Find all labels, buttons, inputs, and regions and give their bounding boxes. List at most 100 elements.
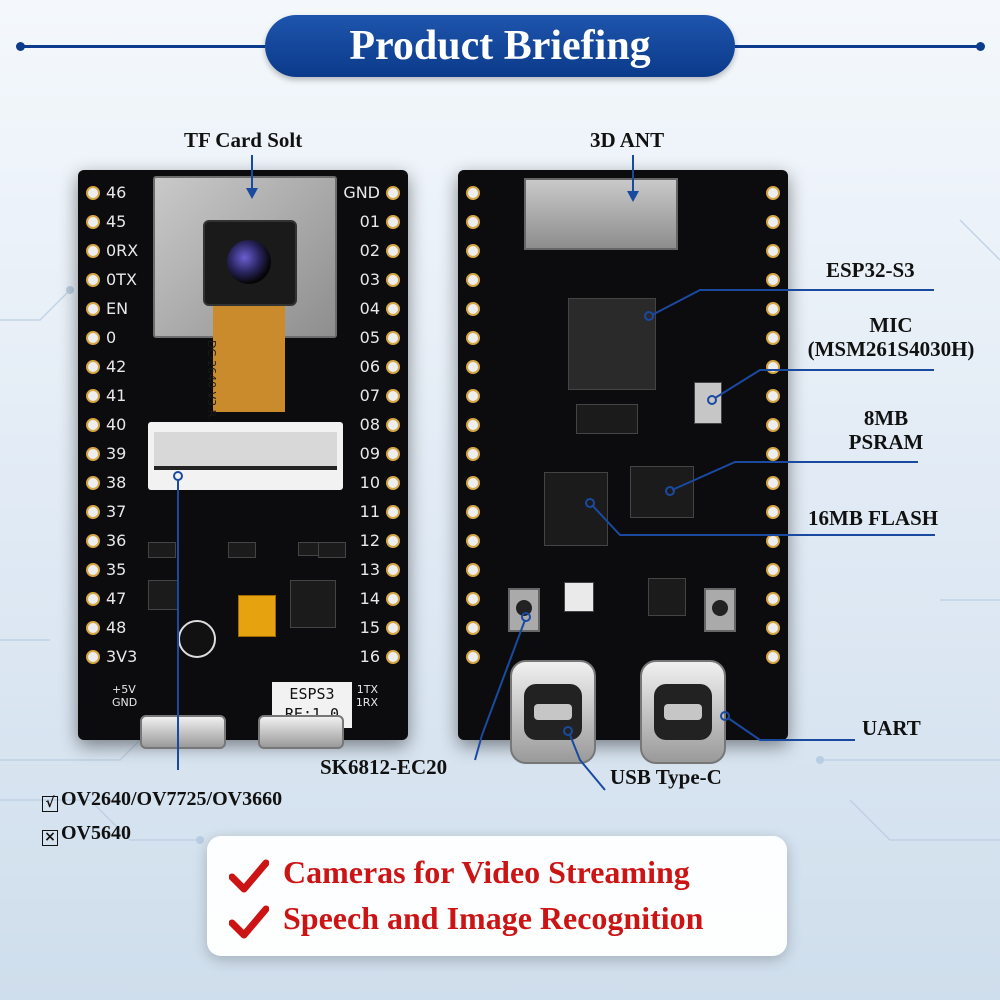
header-pin [766, 650, 780, 664]
usb-port-edge [140, 715, 226, 749]
header-pin [86, 302, 100, 316]
pin-label: 37 [106, 502, 127, 521]
header-pin [386, 621, 400, 635]
pin-label: 03 [359, 270, 380, 289]
header-pin [766, 505, 780, 519]
pin-label: 01 [359, 212, 380, 231]
header-pin [466, 389, 480, 403]
rgb-led [564, 582, 594, 612]
header-pin [466, 621, 480, 635]
header-pin [466, 505, 480, 519]
mic-label-line2: (MSM261S4030H) [807, 337, 975, 361]
pin-label: 02 [359, 241, 380, 260]
header-pin [766, 302, 780, 316]
header-pin [466, 447, 480, 461]
header-pin [86, 273, 100, 287]
camera-supported: √OV2640/OV7725/OV3660 [42, 787, 283, 812]
pin-label: 08 [359, 415, 380, 434]
pin-label: 16 [359, 647, 380, 666]
check-box-icon: √ [42, 796, 58, 812]
header-pin [766, 331, 780, 345]
voltage-regulator [290, 580, 336, 628]
board-name: ESPS3 [289, 685, 335, 703]
header-pin [86, 534, 100, 548]
camera-lens [227, 240, 271, 284]
pin-label: 0TX [106, 270, 137, 289]
header-pin [766, 244, 780, 258]
pin-label: 36 [106, 531, 127, 550]
header-pin [466, 302, 480, 316]
smd-component [228, 542, 256, 558]
pin-label: 15 [359, 618, 380, 637]
header-pin [766, 215, 780, 229]
header-rule-left [20, 45, 265, 48]
header-pin [86, 592, 100, 606]
header-pin [466, 331, 480, 345]
feature-item: Cameras for Video Streaming [229, 854, 690, 893]
pin-label: 09 [359, 444, 380, 463]
mic-chip [694, 382, 722, 424]
pin-label: 35 [106, 560, 127, 579]
header-pin [466, 273, 480, 287]
esp32-label: ESP32-S3 [826, 258, 915, 282]
pin-label: 1RX [355, 696, 378, 709]
header-rule-right [735, 45, 980, 48]
flash-chip [544, 472, 608, 546]
header-pin [766, 447, 780, 461]
pin-label: 14 [359, 589, 380, 608]
pin-label: 38 [106, 473, 127, 492]
check-icon [229, 905, 269, 939]
smd-component [148, 542, 176, 558]
header-pin [86, 389, 100, 403]
header-pin [466, 244, 480, 258]
camera-supported-text: OV2640/OV7725/OV3660 [61, 788, 283, 810]
smd-component [148, 580, 178, 610]
pin-label: 05 [359, 328, 380, 347]
header-pin [766, 360, 780, 374]
pin-label: 46 [106, 183, 127, 202]
pin-label: 1TX [356, 683, 378, 696]
header-pin [466, 360, 480, 374]
feature-text: Cameras for Video Streaming [283, 854, 690, 890]
pin-label: 04 [359, 299, 380, 318]
mounting-hole [178, 620, 216, 658]
pin-label: GND [343, 183, 380, 202]
pin-label: +5V [112, 683, 136, 696]
header-pin [386, 592, 400, 606]
pin-label: 39 [106, 444, 127, 463]
header-pin [766, 273, 780, 287]
header-pin [466, 592, 480, 606]
pin-label: 13 [359, 560, 380, 579]
usb-c-port-right [640, 660, 726, 764]
header-pin [86, 650, 100, 664]
header-pin [86, 360, 100, 374]
header-pin [86, 621, 100, 635]
tantalum-capacitor [238, 595, 276, 637]
mic-label: MIC (MSM261S4030H) [796, 313, 986, 361]
header-pin [466, 563, 480, 577]
pin-label: 45 [106, 212, 127, 231]
header-pin [466, 534, 480, 548]
pin-label: 11 [359, 502, 380, 521]
header-pin [386, 302, 400, 316]
pin-label: 40 [106, 415, 127, 434]
camera-unsupported-text: OV5640 [61, 822, 131, 844]
feature-item: Speech and Image Recognition [229, 900, 703, 939]
header-pin [386, 447, 400, 461]
pin-label: 10 [359, 473, 380, 492]
pin-label: EN [106, 299, 129, 318]
psram-label-line2: PSRAM [848, 430, 924, 454]
header-pin [386, 273, 400, 287]
pin-label: 48 [106, 618, 127, 637]
check-icon [229, 859, 269, 893]
pin-label: 42 [106, 357, 127, 376]
header-pin [466, 418, 480, 432]
usb-port-edge [258, 715, 344, 749]
header-pin [386, 505, 400, 519]
antenna-label: 3D ANT [590, 128, 665, 152]
header-pin [86, 186, 100, 200]
header-pin [466, 186, 480, 200]
page-title: Product Briefing [265, 15, 735, 77]
